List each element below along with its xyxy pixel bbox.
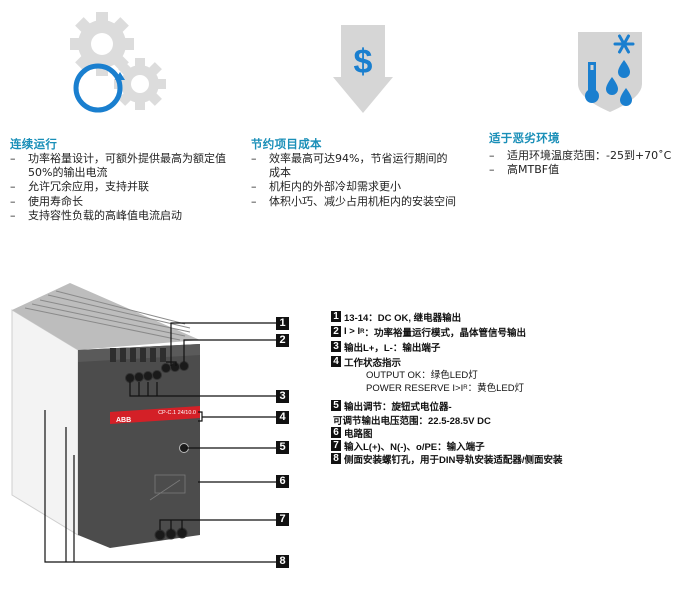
legend-text: 可调节输出电压范围：22.5-28.5V DC	[333, 415, 491, 427]
feature-title: 节约项目成本	[251, 137, 322, 151]
legend-item: 1 13-14：DC OK, 继电器输出	[331, 309, 621, 324]
legend-number: 5	[331, 400, 341, 411]
gears-cycle-icon	[70, 12, 166, 113]
dollar-down-arrow-icon: $	[333, 25, 393, 113]
feature-bullet: 效率最高可达94%，节省运行期间的成本	[251, 152, 456, 180]
feature-bullet: 允许冗余应用，支持并联	[10, 180, 240, 194]
legend-prefix: POWER RESERVE I>I	[366, 383, 464, 394]
callout-6: 6	[276, 475, 289, 488]
callout-4: 4	[276, 411, 289, 424]
legend-item: 3 输出L+，L-：输出端子	[331, 339, 621, 354]
legend-number: 2	[331, 326, 341, 337]
feature-bullet: 功率裕量设计，可额外提供最高为额定值50%的输出电流	[10, 152, 240, 180]
harsh-environment-shield-icon	[578, 32, 642, 112]
feature-bullet: 支持容性负载的高峰值电流启动	[10, 209, 240, 223]
legend-text: 工作状态指示	[344, 357, 402, 369]
legend-text: ：黄色LED灯	[467, 383, 525, 394]
feature-bullets: 适用环境温度范围：-25到+70˚C 高MTBF值	[489, 149, 685, 178]
legend-subscript: R	[463, 385, 468, 391]
legend-item: 5 输出调节：旋钮式电位器-	[331, 398, 621, 413]
feature-bullet: 使用寿命长	[10, 195, 240, 209]
callout-7: 7	[276, 513, 289, 526]
legend-text: 输出L+，L-：输出端子	[344, 342, 441, 354]
power-supply-device-image: ABB CP-C.1 24/10.0	[11, 283, 276, 563]
legend-number: 3	[331, 341, 341, 352]
legend-prefix: I > I	[344, 326, 361, 337]
legend-item: 8 侧面安装螺钉孔，用于DIN导轨安装适配器/侧面安装	[331, 452, 621, 466]
legend-number: 6	[331, 427, 341, 438]
legend-number: 4	[331, 356, 341, 367]
legend-text: 输出调节：旋钮式电位器-	[344, 401, 452, 413]
feature-bullet: 机柜内的外部冷却需求更小	[251, 180, 456, 194]
feature-bullets: 效率最高可达94%，节省运行期间的成本 机柜内的外部冷却需求更小 体积小巧、减少…	[251, 152, 456, 209]
legend-continuation: 可调节输出电压范围：22.5-28.5V DC	[331, 413, 621, 427]
legend-number: 1	[331, 311, 341, 322]
legend-text: OUTPUT OK：绿色LED灯	[366, 370, 478, 381]
feature-title: 连续运行	[10, 137, 58, 151]
legend-item: 6 电路图	[331, 426, 621, 440]
legend-text: ：功率裕量运行模式，晶体管信号输出	[364, 327, 526, 339]
legend-item: 7 输入L(+)、N(-)、o/PE：输入端子	[331, 439, 621, 453]
legend-text: 13-14：DC OK, 继电器输出	[344, 312, 462, 324]
svg-text:$: $	[354, 43, 373, 81]
device-model: CP-C.1 24/10.0	[158, 410, 196, 416]
legend-item: 4 工作状态指示	[331, 354, 621, 369]
feature-title: 适于恶劣环境	[489, 131, 560, 145]
callout-2: 2	[276, 334, 289, 347]
legend-text: 电路图	[344, 428, 373, 440]
legend-number: 7	[331, 440, 341, 451]
legend-subitem: OUTPUT OK：绿色LED灯	[331, 369, 621, 382]
feature-bullet: 体积小巧、减少占用机柜内的安装空间	[251, 195, 456, 209]
legend-text: 输入L(+)、N(-)、o/PE：输入端子	[344, 441, 485, 453]
callout-1: 1	[276, 317, 289, 330]
feature-bullet: 高MTBF值	[489, 163, 685, 177]
feature-bullets: 功率裕量设计，可额外提供最高为额定值50%的输出电流 允许冗余应用，支持并联 使…	[10, 152, 240, 223]
feature-bullet: 适用环境温度范围：-25到+70˚C	[489, 149, 685, 163]
legend-text: 侧面安装螺钉孔，用于DIN导轨安装适配器/侧面安装	[344, 454, 563, 466]
legend-number: 8	[331, 453, 341, 464]
brand-logo: ABB	[116, 417, 131, 424]
legend-subscript: R	[360, 328, 365, 335]
callout-8: 8	[276, 555, 289, 568]
callout-5: 5	[276, 441, 289, 454]
callout-3: 3	[276, 390, 289, 403]
